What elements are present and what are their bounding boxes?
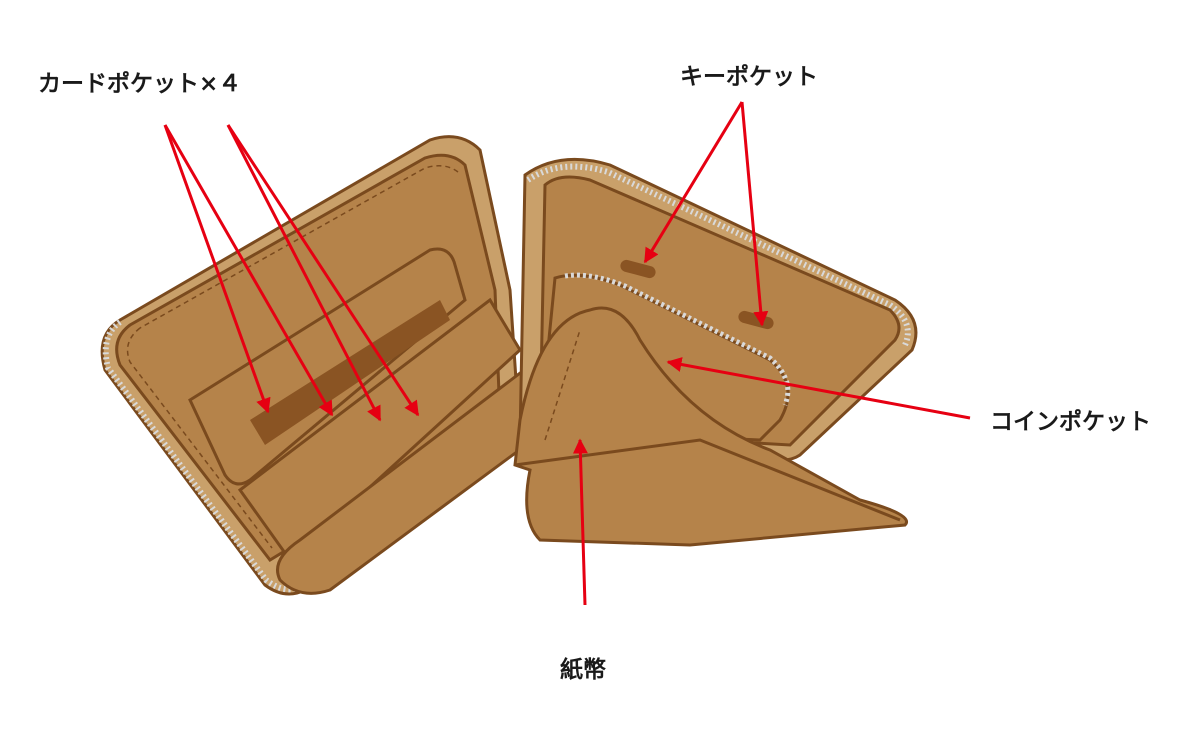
- card-pockets-label: カードポケット×４: [38, 71, 242, 97]
- bill-arrow: [572, 438, 588, 606]
- card-arrow-1: [163, 124, 271, 414]
- card-arrow-3: [226, 124, 382, 422]
- key-pocket-label: キーポケット: [680, 64, 818, 90]
- key-arrow-1: [643, 101, 744, 264]
- key-slot-1: [620, 259, 656, 279]
- bill-compartment: [513, 306, 908, 547]
- coin-arrow: [666, 357, 971, 420]
- card-arrow-2: [163, 124, 334, 417]
- key-arrow-2: [740, 101, 769, 327]
- card-arrow-4: [226, 124, 420, 417]
- bills-label: 紙幣: [560, 657, 606, 683]
- coin-pocket-label: コインポケット: [990, 409, 1151, 435]
